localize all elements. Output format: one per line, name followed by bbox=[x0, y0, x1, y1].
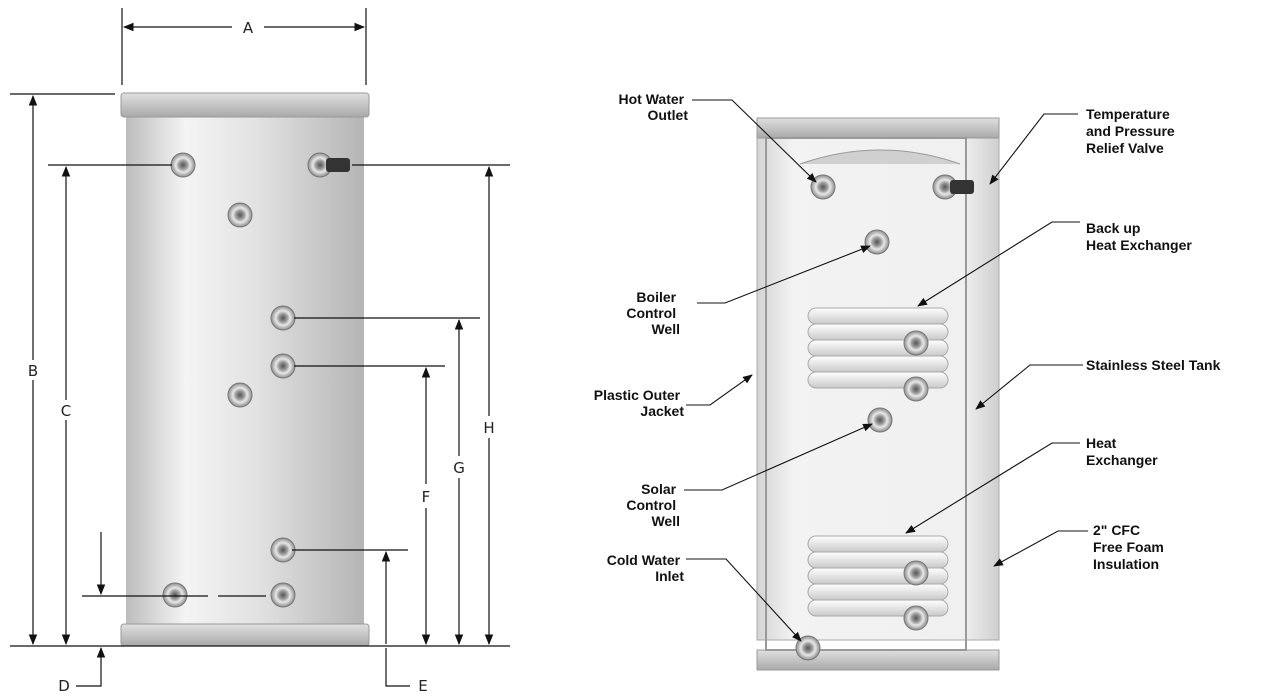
dim-b: B bbox=[28, 362, 38, 380]
callout-cfc-free-foam-insulation: 2" CFC Free Foam Insulation bbox=[1093, 522, 1168, 572]
port-solar-return bbox=[270, 582, 296, 608]
leader-lines bbox=[684, 99, 1088, 642]
callout-labels: Hot Water Outlet Boiler Control Well Pla… bbox=[594, 91, 1221, 584]
port-boiler-well bbox=[227, 202, 253, 228]
cutaway-cylinder: Hot Water Outlet Boiler Control Well Pla… bbox=[594, 91, 1221, 671]
port-cold-inlet bbox=[162, 582, 188, 608]
port-backup-flow bbox=[270, 305, 296, 331]
cutaway-bottom-cap bbox=[756, 649, 1000, 671]
dimension-letters: A B C D E F G H bbox=[28, 19, 495, 695]
callout-solar-control-well: Solar Control Well bbox=[626, 481, 680, 529]
port-solar-flow bbox=[270, 537, 296, 563]
dim-h: H bbox=[483, 419, 494, 437]
port-hot-outlet bbox=[170, 152, 196, 178]
dim-d: D bbox=[58, 677, 70, 695]
dimensioned-cylinder: A B C D E F G H bbox=[10, 8, 510, 695]
callout-stainless-steel-tank: Stainless Steel Tank bbox=[1086, 357, 1221, 373]
relief-valve-icon bbox=[326, 158, 350, 172]
dimension-lines bbox=[10, 8, 510, 687]
callout-boiler-control-well: Boiler Control Well bbox=[626, 289, 680, 337]
dim-f: F bbox=[422, 488, 431, 506]
callout-plastic-outer-jacket: Plastic Outer Jacket bbox=[594, 387, 685, 419]
cylinder-body bbox=[126, 100, 364, 642]
callout-temp-pressure-relief-valve: Temperature and Pressure Relief Valve bbox=[1086, 106, 1179, 156]
dim-g: G bbox=[453, 459, 465, 477]
top-cap bbox=[120, 92, 370, 118]
port-solar-well bbox=[227, 382, 253, 408]
dim-c: C bbox=[61, 402, 71, 420]
bottom-cap bbox=[120, 623, 370, 647]
cutaway-top-cap bbox=[756, 117, 1000, 139]
cutaway-ports bbox=[795, 174, 974, 661]
callout-hot-water-outlet: Hot Water Outlet bbox=[619, 91, 689, 123]
tank-top-dome bbox=[799, 149, 961, 165]
stainless-tank-wall bbox=[765, 137, 967, 651]
cutaway-relief-valve-icon bbox=[950, 180, 974, 194]
cylinder-ports bbox=[162, 152, 350, 608]
callout-heat-exchanger: Heat Exchanger bbox=[1086, 435, 1158, 468]
dim-a: A bbox=[243, 19, 254, 37]
port-backup-return bbox=[270, 353, 296, 379]
callout-cold-water-inlet: Cold Water Inlet bbox=[607, 552, 685, 584]
callout-back-up-heat-exchanger: Back up Heat Exchanger bbox=[1086, 220, 1192, 253]
dim-e: E bbox=[418, 677, 427, 695]
